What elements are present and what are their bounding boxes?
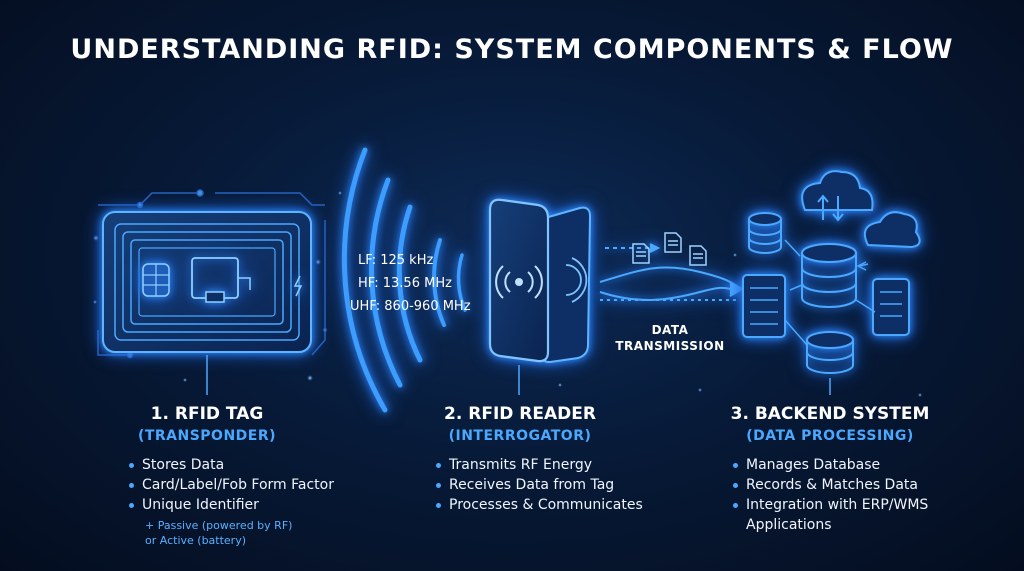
frequency-uhf: UHF: 860-960 MHz xyxy=(350,299,471,314)
list-item: Records & Matches Data xyxy=(730,475,960,495)
backend-system-icons xyxy=(742,170,921,374)
backend-subheading: (DATA PROCESSING) xyxy=(746,428,914,444)
rfid-card-icon xyxy=(102,211,312,353)
tag-note-line2: or Active (battery) xyxy=(145,534,247,547)
list-item: Unique Identifier xyxy=(126,495,334,515)
reader-subheading: (INTERROGATOR) xyxy=(448,428,592,444)
flow-label-line2: TRANSMISSION xyxy=(615,339,725,353)
list-item: Card/Label/Fob Form Factor xyxy=(126,475,334,495)
list-item: Integration with ERP/WMS Applications xyxy=(730,495,960,535)
leader-lines xyxy=(206,355,831,395)
document-icon xyxy=(632,232,707,266)
data-stream-arrows xyxy=(599,243,744,301)
chip-icon xyxy=(142,257,303,303)
tag-bullet-list: Stores Data Card/Label/Fob Form Factor U… xyxy=(126,455,334,515)
list-item: Manages Database xyxy=(730,455,960,475)
tag-note-line1: + Passive (powered by RF) xyxy=(145,519,293,532)
rf-wave-icon xyxy=(341,147,467,413)
list-item: Receives Data from Tag xyxy=(433,475,643,495)
list-item: Processes & Communicates xyxy=(433,495,643,515)
page-title: UNDERSTANDING RFID: SYSTEM COMPONENTS & … xyxy=(70,34,954,65)
list-item: Stores Data xyxy=(126,455,334,475)
reader-heading: 2. RFID READER xyxy=(444,404,596,424)
frequency-hf: HF: 13.56 MHz xyxy=(358,276,452,291)
reader-bullet-list: Transmits RF Energy Receives Data from T… xyxy=(433,455,643,515)
reader-icon xyxy=(488,198,592,364)
cloud-icon xyxy=(864,211,921,249)
tag-subheading: (TRANSPONDER) xyxy=(137,428,277,444)
list-item: Transmits RF Energy xyxy=(433,455,643,475)
tag-heading: 1. RFID TAG xyxy=(150,404,264,424)
flow-label-line1: DATA xyxy=(651,323,689,337)
backend-heading: 3. BACKEND SYSTEM xyxy=(730,404,930,424)
circuit-traces xyxy=(97,189,326,359)
server-icon xyxy=(742,274,786,338)
sparkle-dots xyxy=(93,191,922,397)
frequency-lf: LF: 125 kHz xyxy=(358,253,434,268)
backend-bullet-list: Manages Database Records & Matches Data … xyxy=(730,455,960,535)
server-icon xyxy=(872,278,910,336)
